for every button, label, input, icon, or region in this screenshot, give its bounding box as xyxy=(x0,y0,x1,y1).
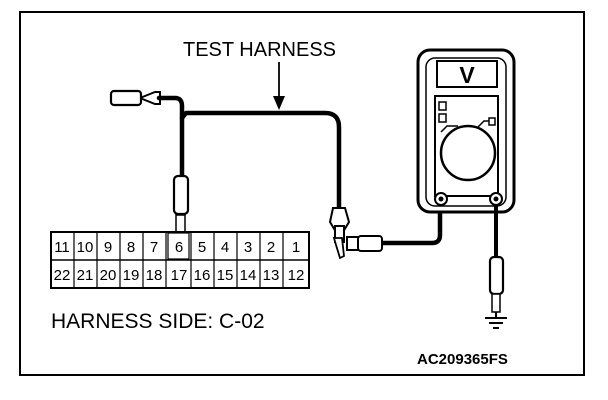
meter-mode-label: V xyxy=(459,62,475,88)
test-harness-arrow xyxy=(273,62,285,110)
selector-dial-icon xyxy=(439,124,497,182)
pin-label: 10 xyxy=(77,239,94,256)
ground-symbol-icon xyxy=(485,317,507,329)
pin-label-probed: 6 xyxy=(175,239,183,256)
pin-label: 18 xyxy=(146,267,163,284)
meter-display xyxy=(436,60,498,88)
pin-label: 15 xyxy=(217,267,234,284)
pin-label: 2 xyxy=(267,239,275,256)
pin-label: 9 xyxy=(104,239,112,256)
voltmeter: V xyxy=(416,48,516,214)
alligator-clip xyxy=(328,207,383,260)
figure-frame xyxy=(19,11,585,376)
loose-lead-plug xyxy=(109,89,161,107)
pin-label: 5 xyxy=(198,239,206,256)
pin-label: 7 xyxy=(150,239,158,256)
connector-c02: 11 10 9 8 7 6 5 4 3 2 1 22 21 20 19 18 1… xyxy=(50,231,310,289)
pin-label: 12 xyxy=(288,267,305,284)
pin-label: 17 xyxy=(171,267,188,284)
pin-label: 20 xyxy=(100,267,117,284)
pin-label: 13 xyxy=(263,267,280,284)
pin-label: 8 xyxy=(127,239,135,256)
pin-label: 1 xyxy=(292,239,300,256)
test-harness-label: TEST HARNESS xyxy=(183,39,336,61)
harness-side-label: HARNESS SIDE: C-02 xyxy=(51,310,265,333)
pin-label: 22 xyxy=(54,267,71,284)
test-harness-wire xyxy=(156,95,443,246)
pin-label: 19 xyxy=(123,267,140,284)
back-probe xyxy=(172,174,190,233)
figure-code: AC209365FS xyxy=(417,351,508,368)
pin-label: 21 xyxy=(77,267,94,284)
pin-label: 14 xyxy=(240,267,257,284)
pin-label: 16 xyxy=(194,267,211,284)
ground-lead xyxy=(488,205,505,318)
pin-label: 3 xyxy=(244,239,252,256)
pin-label: 4 xyxy=(221,239,229,256)
pin-label: 11 xyxy=(54,239,70,256)
